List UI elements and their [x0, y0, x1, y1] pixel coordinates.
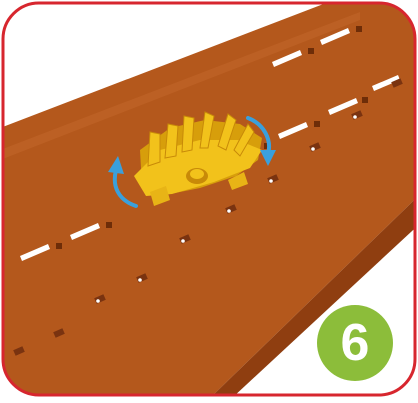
board-highlight — [3, 12, 360, 160]
step-badge — [317, 305, 393, 381]
yellow-connector — [134, 111, 262, 206]
rotate-left-arrow — [112, 168, 138, 208]
step-number: 6 — [340, 314, 370, 372]
board-side-face — [210, 175, 415, 395]
rotate-right-arrowhead — [260, 150, 276, 166]
rotate-left-arrowhead — [108, 156, 124, 174]
frame-border — [1, 1, 417, 397]
upper-slot-pegs — [56, 26, 368, 249]
lower-peg-row — [13, 78, 403, 356]
